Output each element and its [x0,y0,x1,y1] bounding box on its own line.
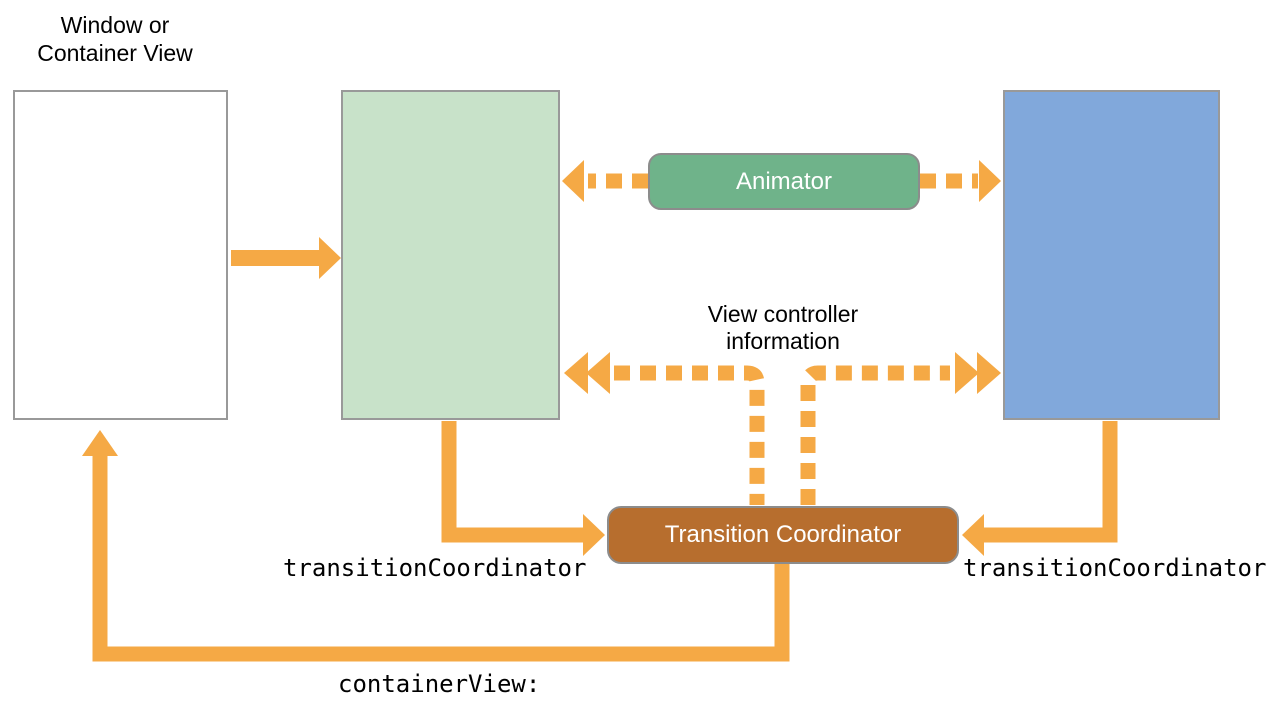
transition-coordinator-property-right: transitionCoordinator [963,554,1267,582]
arrow-head-info-right-inner [955,352,979,394]
view-controller-information-label: View controller information [658,301,908,355]
window-title-line2: Container View [37,40,193,66]
arrow-from-view-to-coordinator [441,421,583,543]
arrow-head-into-coordinator-right [962,514,984,556]
window-container-view-box [13,90,228,420]
container-view-property-label: containerView: [338,670,541,698]
arrow-head-into-window [82,430,118,456]
animator-node: Animator [648,153,920,210]
window-title-line1: Window or [60,12,170,38]
arrow-to-view-to-coordinator [984,421,1118,543]
info-label-line2: information [726,328,840,354]
transition-coordinator-label: Transition Coordinator [664,521,902,548]
arrow-head-info-right-outer [977,352,1001,394]
arrow-head-animator-left [562,160,584,202]
transition-coordinator-property-left: transitionCoordinator [283,554,587,582]
presenting-view-box [341,90,560,420]
arrow-head-animator-right [979,160,1001,202]
dashed-arrow-info-left [614,365,765,505]
transition-coordinator-node: Transition Coordinator [607,506,959,564]
presented-view-box [1003,90,1220,420]
dashed-arrow-info-right [800,365,950,505]
info-label-line1: View controller [707,301,859,327]
animator-label: Animator [735,167,833,195]
arrow-head-into-coordinator-left [583,514,605,556]
arrow-head-info-left-inner [586,352,610,394]
arrow-head-into-from-view [319,237,341,279]
window-container-view-title: Window or Container View [0,11,230,67]
arrow-head-info-left-outer [564,352,588,394]
